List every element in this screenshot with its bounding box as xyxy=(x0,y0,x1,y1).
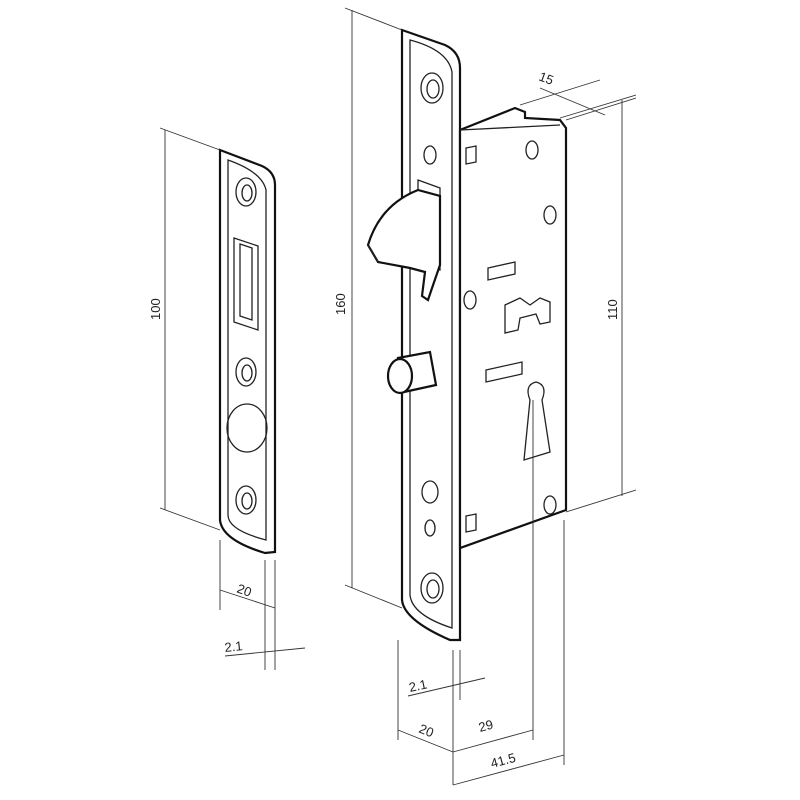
latch-bolt xyxy=(386,350,438,395)
faceplate-thickness-label: 2.1 xyxy=(408,677,429,695)
lock-dimensions xyxy=(344,7,637,786)
case-width-label: 41.5 xyxy=(489,750,517,771)
strike-plate xyxy=(218,148,277,555)
lock-case xyxy=(458,106,568,550)
case-offset-label: 15 xyxy=(537,69,556,88)
strike-height-label: 100 xyxy=(148,298,163,320)
hook-bolt xyxy=(366,188,442,302)
backset-label: 29 xyxy=(477,717,495,735)
strike-thickness-label: 2.1 xyxy=(224,638,244,655)
case-height-label: 110 xyxy=(605,299,620,320)
faceplate-width-label: 20 xyxy=(417,721,436,740)
lock-faceplate xyxy=(400,28,462,642)
strike-width-label: 20 xyxy=(235,581,254,600)
faceplate-height-label: 160 xyxy=(333,293,348,315)
strike-dimensions xyxy=(159,127,306,670)
